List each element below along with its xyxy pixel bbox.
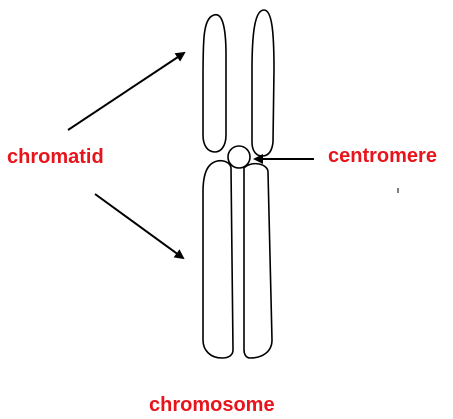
chromatid-arrow-lower <box>95 194 183 258</box>
upper-left-arm <box>203 15 226 152</box>
centromere-label: centromere <box>328 145 437 168</box>
upper-right-arm <box>252 10 274 156</box>
chromatid-arrow-upper <box>68 53 184 130</box>
lower-left-arm <box>203 161 233 358</box>
chromatid-label: chromatid <box>7 146 104 169</box>
lower-right-arm <box>244 164 272 358</box>
centromere-circle <box>228 146 250 168</box>
